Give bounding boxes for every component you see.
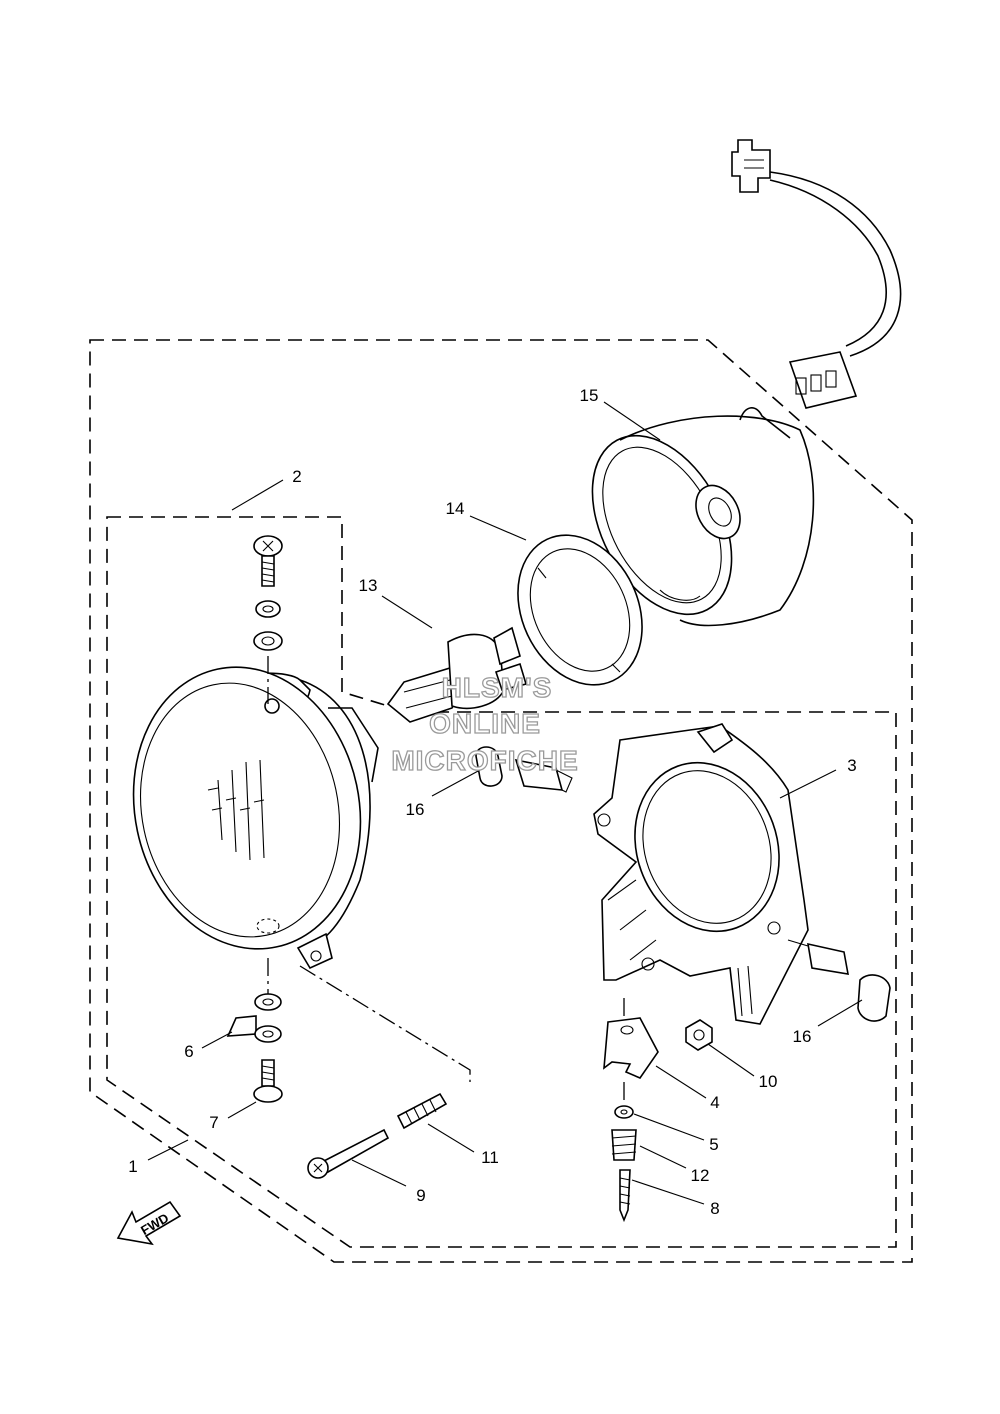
part-label-3: 3 <box>847 756 856 775</box>
watermark-line-2: ONLINE <box>429 708 541 739</box>
part-label-2: 2 <box>292 467 301 486</box>
headlight-housing <box>591 407 815 627</box>
headlight-unit <box>132 666 379 970</box>
part-label-13: 13 <box>359 576 378 595</box>
forward-direction-arrow: FWD <box>116 1200 182 1246</box>
position-lamp-socket-upper <box>475 746 573 793</box>
part-label-15: 15 <box>580 386 599 405</box>
assembly-2-boundary <box>106 516 897 1248</box>
wiring-harness <box>731 139 902 409</box>
assembly-1-boundary <box>89 339 913 1263</box>
part-label-5: 5 <box>709 1135 718 1154</box>
nut <box>685 1019 713 1051</box>
headlight-bulb <box>386 626 528 723</box>
adjuster-clip-assembly <box>603 998 659 1223</box>
part-label-6: 6 <box>184 1042 193 1061</box>
watermark: HLSM'S ONLINE MICROFICHE <box>391 671 579 776</box>
position-lamp-socket-right <box>787 939 891 1022</box>
watermark-line-3: MICROFICHE <box>391 745 578 776</box>
part-label-4: 4 <box>710 1093 719 1112</box>
headlight-bracket <box>593 723 809 1025</box>
part-label-12: 12 <box>691 1166 710 1185</box>
part-label-16-right: 16 <box>793 1027 812 1046</box>
part-label-9: 9 <box>416 1186 425 1205</box>
bracket-washer-assembly <box>226 958 283 1103</box>
part-label-1: 1 <box>128 1157 137 1176</box>
part-number-labels: 1 2 3 4 5 6 7 8 9 10 11 12 13 14 15 16 1… <box>128 386 856 1218</box>
adjusting-screw-and-spring <box>299 965 471 1179</box>
part-label-10: 10 <box>759 1072 778 1091</box>
mounting-screw-upper <box>253 535 283 651</box>
part-label-8: 8 <box>710 1199 719 1218</box>
retaining-ring <box>517 534 643 686</box>
part-label-11: 11 <box>481 1148 499 1167</box>
part-label-16-upper: 16 <box>406 800 425 819</box>
part-label-7: 7 <box>209 1113 218 1132</box>
watermark-line-1: HLSM'S <box>442 672 553 703</box>
leader-lines <box>147 401 863 1205</box>
part-label-14: 14 <box>446 499 465 518</box>
